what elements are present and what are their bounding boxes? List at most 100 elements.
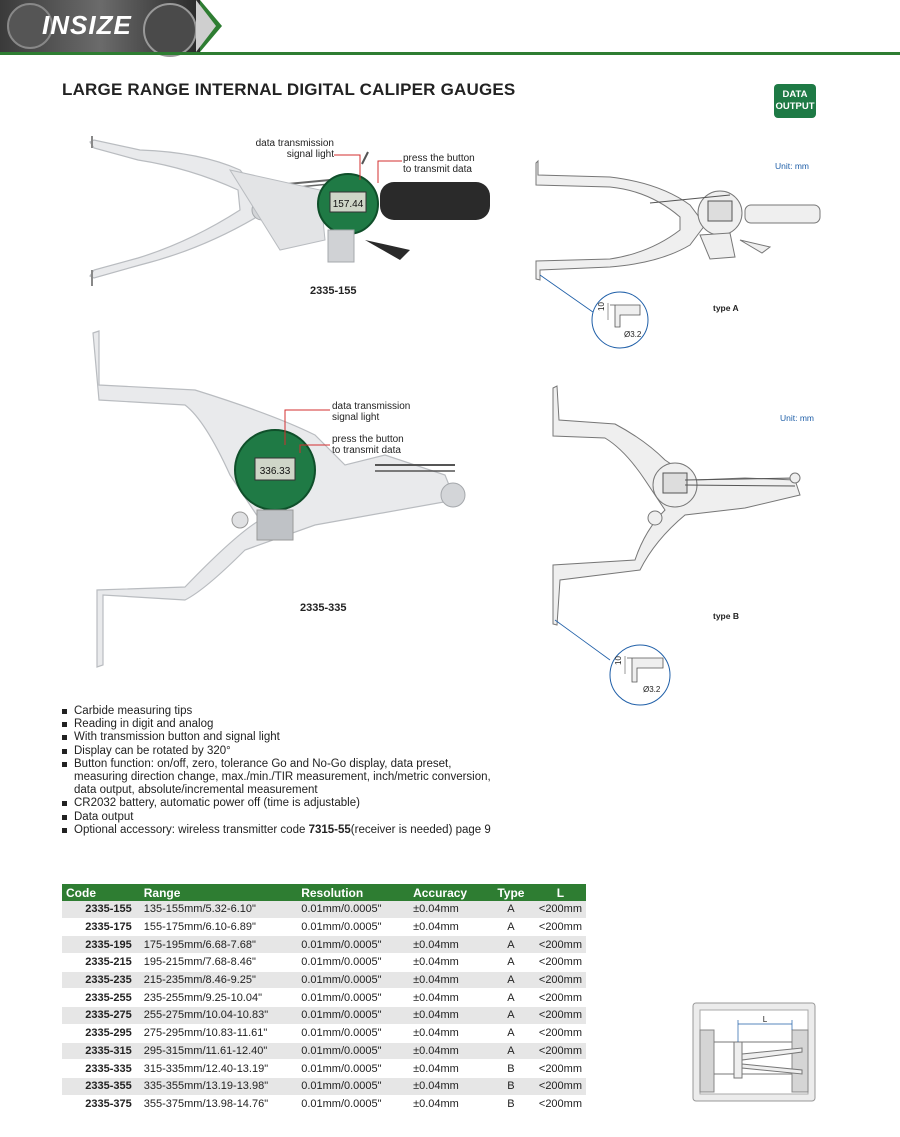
accessory-code: 7315-55 <box>308 823 351 836</box>
table-cell: <200mm <box>534 1042 586 1061</box>
col-header-type: Type <box>486 884 535 901</box>
table-cell: 0.01mm/0.0005" <box>297 1042 410 1061</box>
table-cell: 2335-375 <box>62 1095 140 1114</box>
table-cell: A <box>486 935 535 955</box>
table-cell: 0.01mm/0.0005" <box>297 988 410 1008</box>
table-cell: A <box>486 1024 535 1043</box>
table-cell: <200mm <box>534 935 586 955</box>
badge-line-1: DATA <box>782 89 808 100</box>
feature-list: Carbide measuring tips Reading in digit … <box>62 705 582 837</box>
insize-logo: INSIZE <box>42 10 132 40</box>
col-header-l: L <box>534 884 586 901</box>
feature-item-accessory: Optional accessory: wireless transmitter… <box>62 824 582 837</box>
table-cell: <200mm <box>534 988 586 1008</box>
display-readout-a: 157.44 <box>333 199 364 210</box>
table-cell: 0.01mm/0.0005" <box>297 935 410 955</box>
model-label-a: 2335-155 <box>310 285 357 297</box>
table-cell: 335-355mm/13.19-13.98" <box>139 1077 298 1096</box>
table-cell: 235-255mm/9.25-10.04" <box>139 988 298 1008</box>
table-cell: 295-315mm/11.61-12.40" <box>139 1042 298 1061</box>
table-cell: A <box>486 971 535 990</box>
table-cell: A <box>486 988 535 1008</box>
table-cell: ±0.04mm <box>409 1042 487 1061</box>
table-cell: B <box>486 1077 535 1096</box>
table-cell: A <box>486 1006 535 1025</box>
table-cell: 0.01mm/0.0005" <box>297 1006 410 1025</box>
table-cell: 2335-155 <box>62 901 140 919</box>
spec-table: Code Range Resolution Accuracy Type L 23… <box>62 884 586 1114</box>
callout-lines-a <box>334 154 402 183</box>
table-cell: ±0.04mm <box>409 1024 487 1043</box>
table-cell: A <box>486 918 535 937</box>
dim-10-b: 10 <box>614 656 623 665</box>
callout-lines-b <box>284 409 330 453</box>
table-cell: <200mm <box>534 1024 586 1043</box>
feature-item: Data output <box>62 811 582 824</box>
table-cell: 2335-355 <box>62 1077 140 1096</box>
data-output-badge: DATA OUTPUT <box>774 84 816 118</box>
table-cell: 2335-235 <box>62 971 140 990</box>
table-cell: <200mm <box>534 918 586 937</box>
unit-label-b: Unit: mm <box>780 413 814 423</box>
table-cell: ±0.04mm <box>409 901 487 919</box>
badge-line-2: OUTPUT <box>775 101 815 112</box>
table-cell: 0.01mm/0.0005" <box>297 1095 410 1114</box>
table-cell: ±0.04mm <box>409 1077 487 1096</box>
table-cell: A <box>486 1042 535 1061</box>
table-cell: ±0.04mm <box>409 1095 487 1114</box>
dim-dia-b: Ø3.2 <box>643 685 661 694</box>
callout-signal-light-a: data transmission signal light <box>255 138 334 160</box>
callout-transmit-button-a: press the button to transmit data <box>403 153 475 175</box>
table-cell: ±0.04mm <box>409 918 487 937</box>
table-cell: 135-155mm/5.32-6.10" <box>139 901 298 919</box>
caliper-photo-2335-335: 336.33 <box>92 330 466 668</box>
table-cell: 275-295mm/10.83-11.61" <box>139 1024 298 1043</box>
feature-item: Button function: on/off, zero, tolerance… <box>62 758 582 798</box>
table-cell: 215-235mm/8.46-9.25" <box>139 971 298 990</box>
col-header-range: Range <box>139 884 298 901</box>
table-cell: 255-275mm/10.04-10.83" <box>139 1006 298 1025</box>
caliper-photo-2335-155: 157.44 <box>89 136 490 286</box>
table-cell: 315-335mm/12.40-13.19" <box>139 1059 298 1078</box>
page-title: LARGE RANGE INTERNAL DIGITAL CALIPER GAU… <box>62 80 516 99</box>
drawing-type-a: 10 Ø3.2 <box>535 159 821 349</box>
table-cell: <200mm <box>534 1095 586 1114</box>
callout-transmit-button-b: press the button to transmit data <box>332 434 404 456</box>
feature-item: With transmission button and signal ligh… <box>62 731 582 744</box>
table-cell: B <box>486 1095 535 1114</box>
table-cell: <200mm <box>534 901 586 919</box>
header-band <box>0 0 222 57</box>
table-cell: 2335-195 <box>62 935 140 955</box>
table-cell: 2335-315 <box>62 1042 140 1061</box>
unit-label-a: Unit: mm <box>775 161 809 171</box>
dim-10-a: 10 <box>597 302 606 311</box>
col-header-resolution: Resolution <box>297 884 410 901</box>
table-cell: 0.01mm/0.0005" <box>297 971 410 990</box>
table-cell: ±0.04mm <box>409 1006 487 1025</box>
table-cell: 2335-295 <box>62 1024 140 1043</box>
col-header-accuracy: Accuracy <box>409 884 487 901</box>
table-cell: 0.01mm/0.0005" <box>297 1024 410 1043</box>
table-cell: 195-215mm/7.68-8.46" <box>139 953 298 972</box>
table-cell: ±0.04mm <box>409 988 487 1008</box>
feature-item: Carbide measuring tips <box>62 705 582 718</box>
header-rule <box>0 52 900 55</box>
table-cell: ±0.04mm <box>409 935 487 955</box>
table-cell: 2335-255 <box>62 988 140 1008</box>
table-cell: 2335-335 <box>62 1059 140 1078</box>
drawing-type-b: 10 Ø3.2 <box>552 385 801 706</box>
table-cell: ±0.04mm <box>409 953 487 972</box>
table-cell: 0.01mm/0.0005" <box>297 1077 410 1096</box>
table-cell: ±0.04mm <box>409 971 487 990</box>
table-cell: 2335-275 <box>62 1006 140 1025</box>
l-label: L <box>763 1015 768 1024</box>
table-cell: A <box>486 953 535 972</box>
table-cell: B <box>486 1059 535 1078</box>
